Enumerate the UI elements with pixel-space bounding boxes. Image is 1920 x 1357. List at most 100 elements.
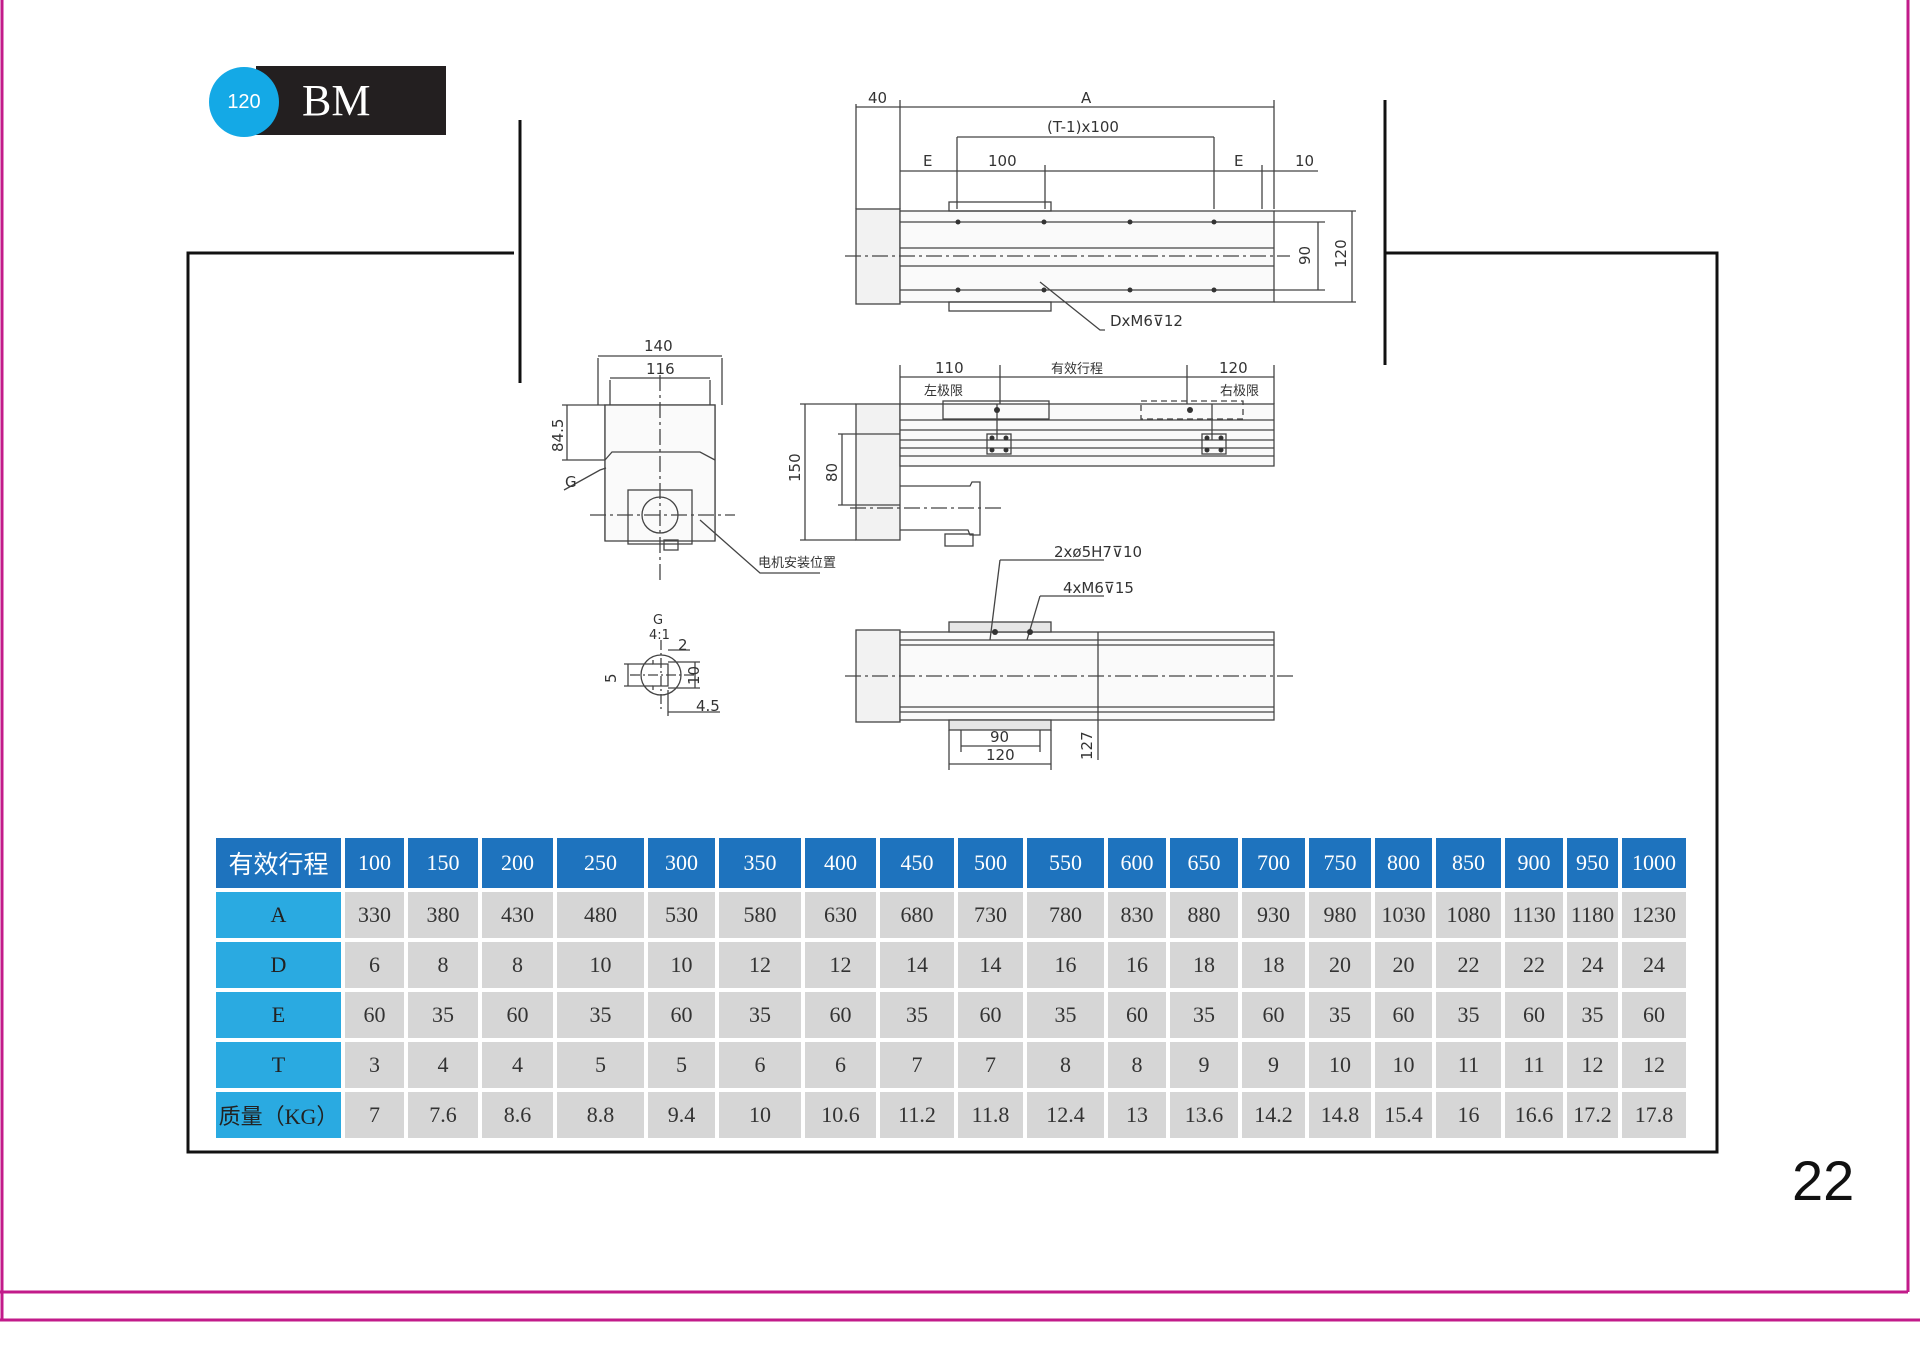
table-row: T 3 4 4 5 5 6 6 7 7 8 8 9 9 10 10 11 11 … [216,1042,1686,1088]
header-cell: 100 [345,838,404,888]
dim-116: 116 [646,360,675,378]
header-cell: 500 [958,838,1023,888]
specification-table: 有效行程 100 150 200 250 300 350 400 450 500… [212,834,1690,1142]
table-cell: 60 [1108,992,1166,1038]
label-left-limit: 左极限 [924,384,963,399]
model-name: BM [302,76,371,125]
page-border [0,0,1920,1322]
model-badge: BM [256,66,446,135]
series-number-badge: 120 [209,67,279,137]
table-cell: 7 [345,1092,404,1138]
table-cell: 6 [719,1042,801,1088]
table-cell: 18 [1242,942,1305,988]
series-number: 120 [227,90,261,113]
dim-120: 120 [1332,239,1350,268]
dim-110: 110 [935,359,964,377]
bottom-view [845,559,1296,770]
header-cell: 900 [1505,838,1563,888]
top-view [845,100,1356,331]
table-cell: 780 [1027,892,1104,938]
header-cell: 650 [1170,838,1238,888]
table-cell: 12 [719,942,801,988]
side-view-fasteners [989,407,1224,453]
table-cell: 1030 [1375,892,1432,938]
table-cell: 35 [1309,992,1371,1038]
table-cell: 5 [648,1042,715,1088]
table-row: 质量（KG） 7 7.6 8.6 8.8 9.4 10 10.6 11.2 11… [216,1092,1686,1138]
table-cell: 14 [958,942,1023,988]
table-cell: 980 [1309,892,1371,938]
note-holes-bottom: 4xM6⊽15 [1063,579,1134,597]
table-cell: 12 [1622,1042,1686,1088]
top-view-holes [955,219,1217,293]
table-cell: 22 [1436,942,1501,988]
row-label: T [216,1042,341,1088]
table-cell: 1180 [1567,892,1618,938]
table-cell: 430 [482,892,553,938]
header-cell: 700 [1242,838,1305,888]
header-cell: 400 [805,838,876,888]
dim-E-right: E [1234,152,1243,170]
table-cell: 35 [1027,992,1104,1038]
table-cell: 6 [345,942,404,988]
table-cell: 17.2 [1567,1092,1618,1138]
row-label: 质量（KG） [216,1092,341,1138]
table-cell: 580 [719,892,801,938]
label-right-limit: 右极限 [1220,384,1259,399]
header-cell: 200 [482,838,553,888]
table-cell: 10 [719,1092,801,1138]
table-cell: 10 [1375,1042,1432,1088]
table-cell: 14 [880,942,954,988]
table-cell: 4 [408,1042,478,1088]
table-cell: 60 [1242,992,1305,1038]
table-cell: 380 [408,892,478,938]
table-cell: 35 [408,992,478,1038]
table-cell: 8.8 [557,1092,644,1138]
note-pins: 2xø5H7⊽10 [1054,543,1142,561]
table-row: E 60 35 60 35 60 35 60 35 60 35 60 35 60… [216,992,1686,1038]
dim-140: 140 [644,337,673,355]
table-cell: 680 [880,892,954,938]
table-cell: 15.4 [1375,1092,1432,1138]
table-row: A 330 380 430 480 530 580 630 680 730 78… [216,892,1686,938]
table-cell: 12 [805,942,876,988]
table-cell: 60 [1375,992,1432,1038]
table-cell: 8 [1027,1042,1104,1088]
note-holes-top: DxM6⊽12 [1110,312,1183,330]
table-cell: 24 [1567,942,1618,988]
label-G: G [565,473,577,491]
table-cell: 9 [1242,1042,1305,1088]
end-view [562,355,820,580]
table-cell: 16 [1108,942,1166,988]
header-cell: 300 [648,838,715,888]
header-cell: 850 [1436,838,1501,888]
table-cell: 8 [408,942,478,988]
dim-A: A [1081,89,1092,107]
dim-90-bottom: 90 [990,728,1009,746]
dim-10: 10 [1295,152,1314,170]
table-cell: 880 [1170,892,1238,938]
dim-5: 5 [602,673,620,683]
header-cell: 550 [1027,838,1104,888]
table-cell: 24 [1622,942,1686,988]
dim-120-side: 120 [1219,359,1248,377]
table-cell: 35 [1567,992,1618,1038]
table-cell: 35 [1436,992,1501,1038]
dim-E-left: E [923,152,932,170]
row-label: A [216,892,341,938]
detail-G-label: G [653,613,663,628]
table-cell: 60 [1622,992,1686,1038]
table-cell: 11.2 [880,1092,954,1138]
side-view [800,365,1275,547]
table-cell: 1230 [1622,892,1686,938]
dim-80: 80 [823,463,841,482]
table-cell: 730 [958,892,1023,938]
table-cell: 11.8 [958,1092,1023,1138]
table-cell: 1130 [1505,892,1563,938]
table-cell: 9 [1170,1042,1238,1088]
table-cell: 60 [345,992,404,1038]
table-cell: 6 [805,1042,876,1088]
table-cell: 17.8 [1622,1092,1686,1138]
label-effective-stroke: 有效行程 [1051,362,1103,377]
